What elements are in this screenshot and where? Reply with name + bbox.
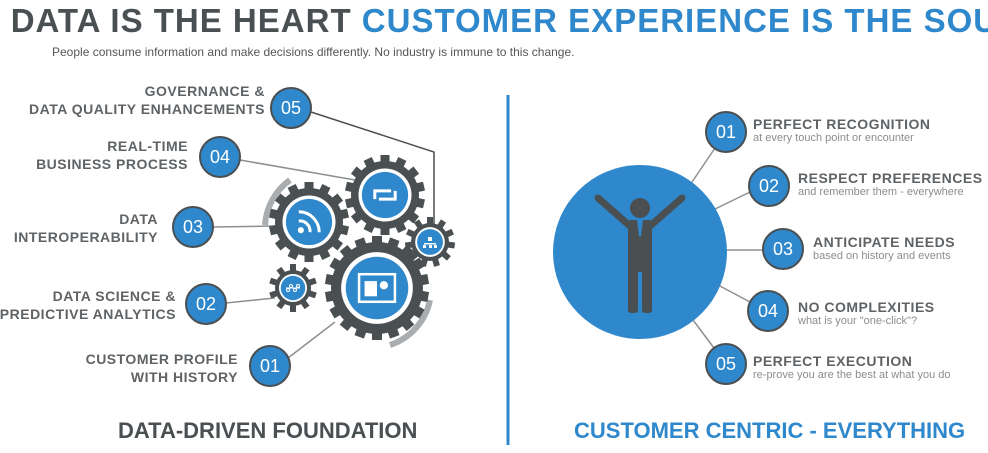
- network-icon: [286, 284, 300, 292]
- connector-r01: [689, 147, 716, 186]
- right-badge-02: 02: [748, 165, 790, 207]
- connector-r05: [692, 319, 715, 349]
- rotation-arrow-bottom: [388, 299, 433, 348]
- connector-02: [225, 297, 276, 304]
- connector-03: [212, 225, 276, 228]
- left-badge-03: 03: [172, 206, 214, 248]
- right-footer: CUSTOMER CENTRIC - EVERYTHING: [574, 418, 966, 443]
- right-badge-05: 05: [705, 343, 747, 385]
- item-title: ANTICIPATE NEEDS: [813, 234, 956, 250]
- left-item-05: GOVERNANCE & DATA QUALITY ENHANCEMENTS: [29, 82, 265, 118]
- label-line: GOVERNANCE &: [144, 83, 265, 99]
- gear-sitemap: [404, 217, 456, 267]
- label-line: INTEROPERABILITY: [13, 229, 158, 245]
- right-badge-03: 03: [762, 228, 804, 270]
- title-part-soul: CUSTOMER EXPERIENCE IS THE SOUL: [361, 2, 988, 39]
- rss-icon: [297, 210, 321, 234]
- item-subtitle: and remember them - everywhere: [798, 186, 964, 198]
- label-line: REAL-TIME: [107, 138, 188, 154]
- gear-refresh: [345, 155, 425, 235]
- left-item-04: REAL-TIME BUSINESS PROCESS: [36, 137, 188, 173]
- gear-id-card: [324, 236, 430, 340]
- label-line: DATA SCIENCE &: [52, 288, 176, 304]
- item-subtitle: based on history and events: [813, 250, 951, 262]
- item-title: PERFECT RECOGNITION: [753, 116, 931, 132]
- label-line: DATA: [119, 211, 158, 227]
- left-badge-02: 02: [185, 283, 227, 325]
- refresh-icon: [373, 189, 397, 201]
- left-badge-01: 01: [249, 345, 291, 387]
- person-icon: [594, 194, 686, 313]
- item-subtitle: re-prove you are the best at what you do: [753, 369, 951, 381]
- right-badge-01: 01: [705, 111, 747, 153]
- label-line: BUSINESS PROCESS: [36, 156, 188, 172]
- left-badge-04: 04: [199, 136, 241, 178]
- item-subtitle: what is your "one-click"?: [798, 315, 918, 327]
- rotation-arrow-top: [262, 177, 292, 226]
- item-title: PERFECT EXECUTION: [753, 353, 913, 369]
- title-part-heart: DATA IS THE HEART: [10, 2, 352, 39]
- item-title: NO COMPLEXITIES: [798, 299, 935, 315]
- right-badge-04: 04: [747, 290, 789, 332]
- label-line: CUSTOMER PROFILE: [85, 351, 238, 367]
- connector-lines: [212, 111, 764, 359]
- left-badge-05: 05: [270, 87, 312, 129]
- connector-r04: [717, 284, 751, 303]
- left-item-03: DATA INTEROPERABILITY: [14, 210, 158, 246]
- page-title: DATA IS THE HEART CUSTOMER EXPERIENCE IS…: [0, 2, 988, 40]
- gear-rss: [269, 182, 349, 262]
- left-footer: DATA-DRIVEN FOUNDATION: [118, 418, 418, 443]
- connector-r02: [712, 191, 751, 211]
- subtitle: People consume information and make deci…: [52, 45, 575, 59]
- connector-01: [287, 321, 336, 359]
- item-title: RESPECT PREFERENCES: [798, 170, 983, 186]
- label-line: PREDICTIVE ANALYTICS: [0, 306, 176, 322]
- left-item-01: CUSTOMER PROFILE WITH HISTORY: [86, 350, 238, 386]
- sitemap-icon: [423, 237, 437, 248]
- gear-network: [269, 264, 317, 312]
- item-subtitle: at every touch point or encounter: [753, 132, 914, 144]
- left-item-02: DATA SCIENCE & PREDICTIVE ANALYTICS: [0, 287, 176, 323]
- id-card-icon: [357, 272, 397, 304]
- connector-05: [310, 111, 435, 228]
- label-line: WITH HISTORY: [130, 369, 238, 385]
- connector-04: [239, 159, 356, 181]
- label-line: DATA QUALITY ENHANCEMENTS: [29, 101, 265, 117]
